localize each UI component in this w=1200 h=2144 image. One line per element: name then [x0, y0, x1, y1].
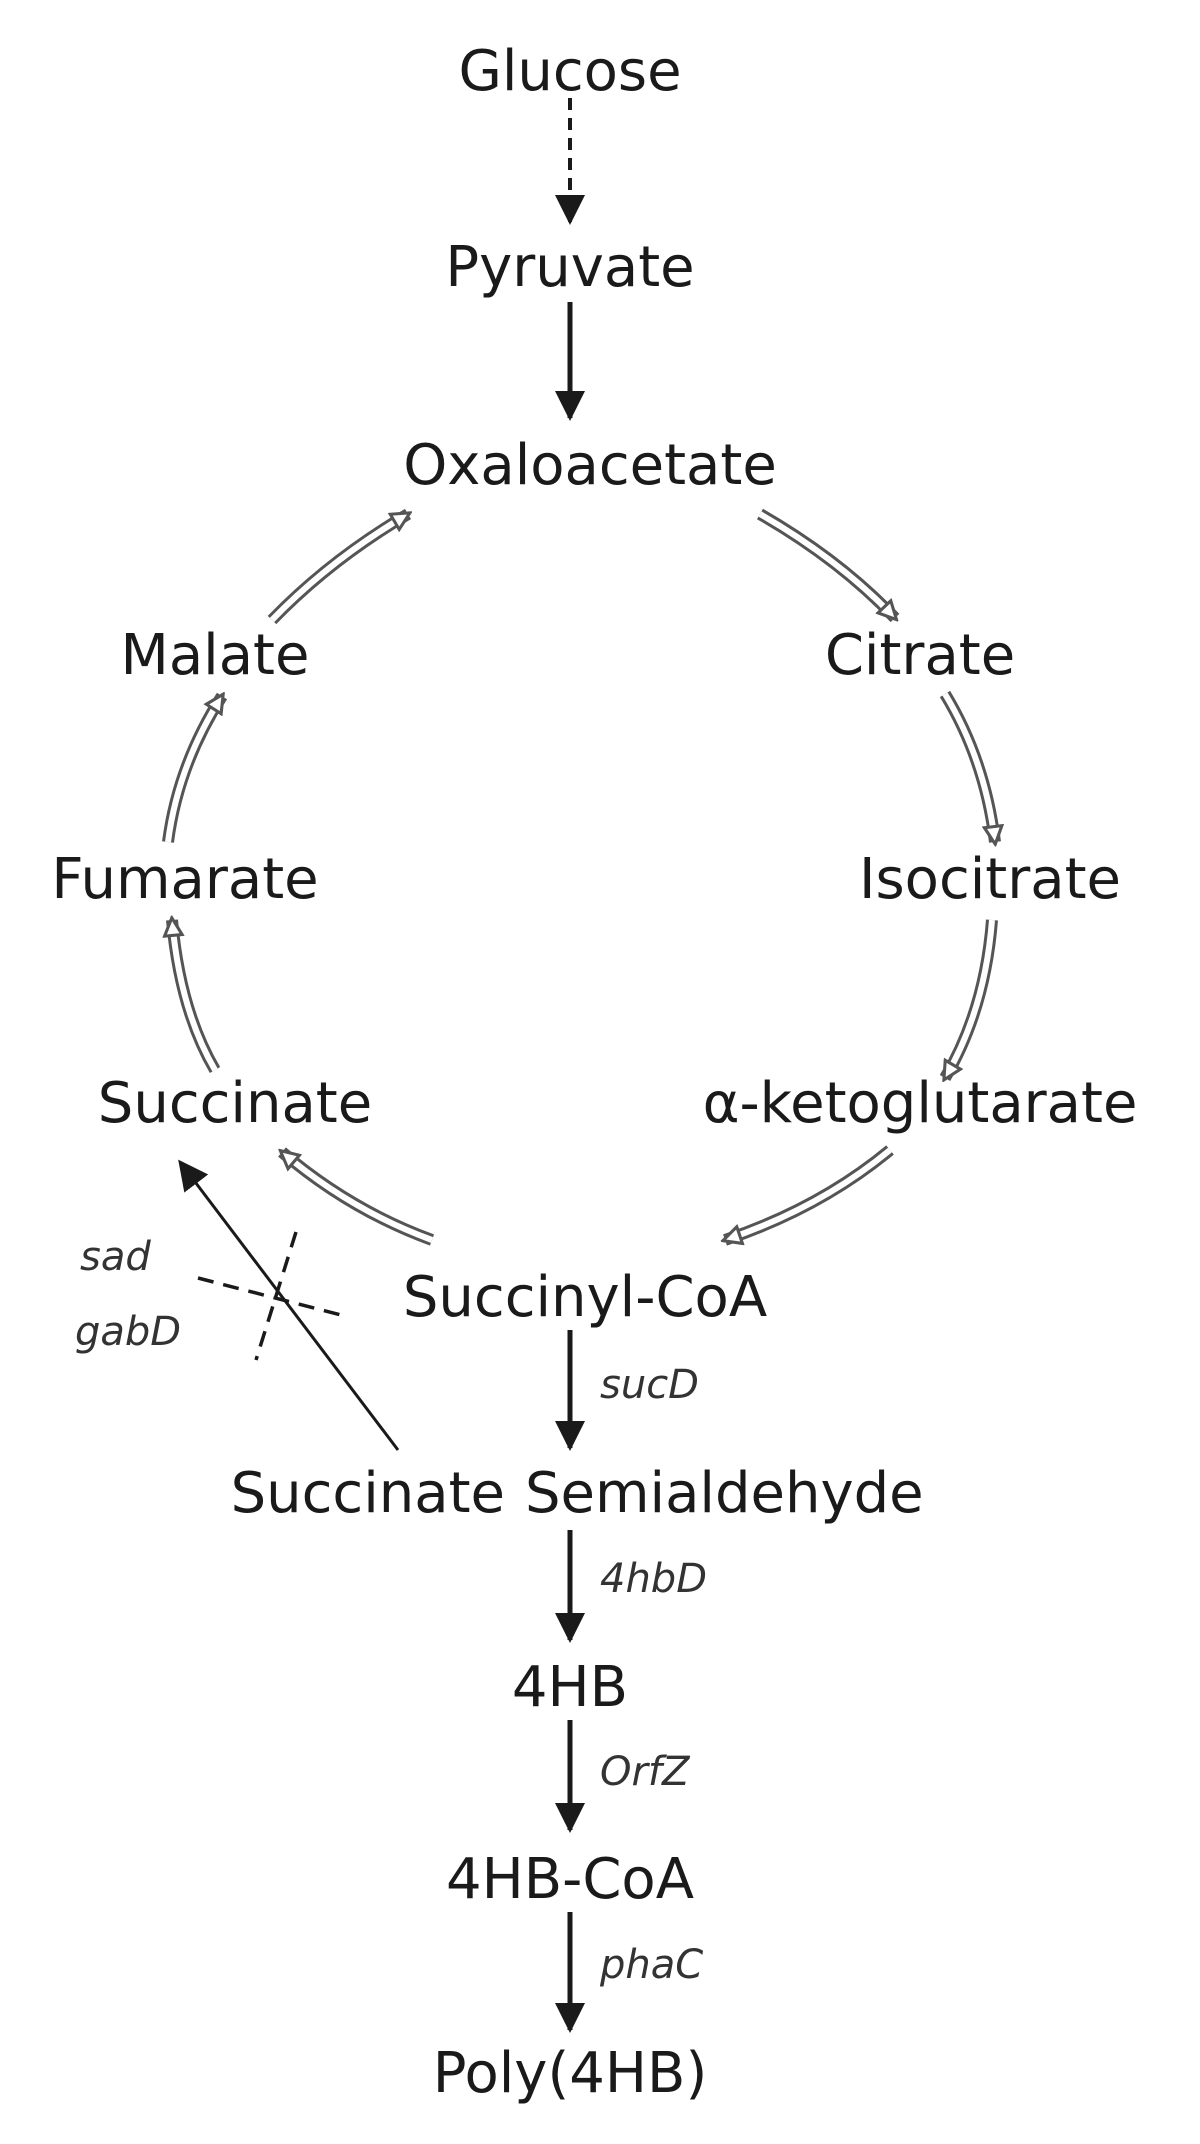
label-oxaloacetate: Oxaloacetate [403, 433, 777, 498]
label-citrate: Citrate [825, 623, 1015, 688]
enzyme-sucD: sucD [600, 1362, 699, 1408]
cycle-arrow-akg-succinylcoa [725, 1145, 894, 1246]
label-glucose: Glucose [458, 39, 681, 104]
cycle-arrow-citrate-isocitrate [939, 690, 995, 842]
label-isocitrate: Isocitrate [859, 847, 1121, 912]
arrow-ssa-succinate-shunt [178, 1159, 400, 1451]
enzyme-phaC: phaC [599, 1942, 703, 1988]
label-succinate-semialdehyde-1: Succinate [231, 1461, 505, 1526]
cycle-arrow-fumarate-malate [162, 696, 228, 843]
label-poly-4hb: Poly(4HB) [433, 2041, 708, 2106]
label-4hb: 4HB [512, 1655, 628, 1720]
enzyme-4hbD: 4hbD [600, 1556, 707, 1602]
label-alpha-ketoglutarate: α-ketoglutarate [703, 1071, 1138, 1136]
label-fumarate: Fumarate [51, 847, 318, 912]
enzyme-sad: sad [80, 1234, 151, 1280]
cycle-arrow-oxaloacetate-citrate [757, 508, 900, 623]
enzyme-gabD: gabD [75, 1309, 181, 1355]
cycle-arrow-succinate-fumarate [172, 920, 221, 1074]
label-pyruvate: Pyruvate [445, 235, 694, 300]
label-malate: Malate [121, 623, 310, 688]
label-succinate-semialdehyde-2: Semialdehyde [525, 1461, 924, 1526]
label-succinate: Succinate [98, 1071, 372, 1136]
label-succinyl-coa: Succinyl-CoA [403, 1265, 767, 1330]
blocked-reaction-cross [197, 1231, 346, 1361]
cycle-arrow-malate-oxaloacetate [267, 508, 408, 625]
cycle-arrow-isocitrate-akg [939, 919, 998, 1078]
cycle-arrow-succinylcoa-succinate [282, 1147, 435, 1246]
label-4hb-coa: 4HB-CoA [446, 1847, 694, 1912]
enzyme-orfZ: OrfZ [600, 1749, 691, 1795]
